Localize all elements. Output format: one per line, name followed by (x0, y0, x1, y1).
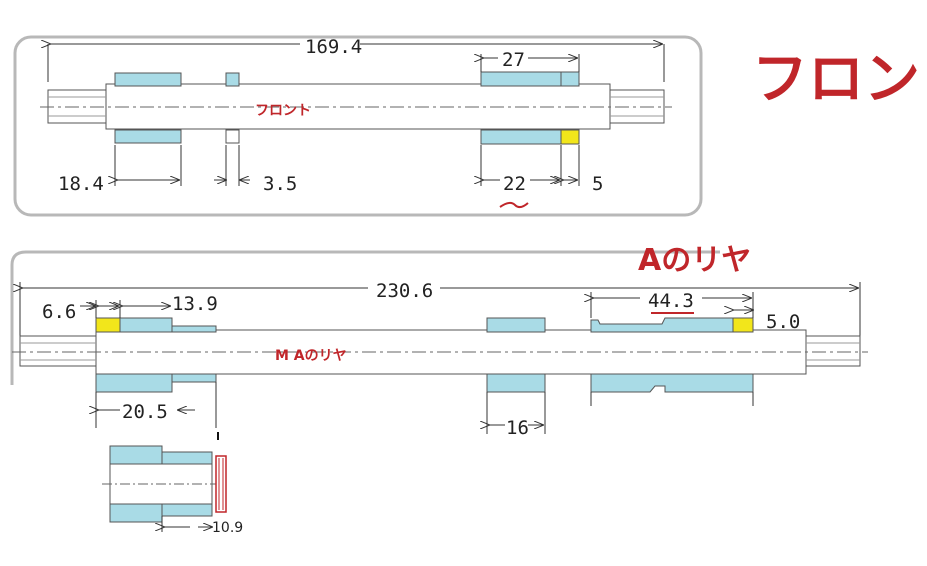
front-shaft-label: フロント (255, 103, 311, 119)
rear-part-right-top (590, 317, 734, 333)
front-part-right-top (480, 71, 562, 87)
front-dim-22-text: 22 (503, 173, 526, 195)
front-part-left-top (114, 72, 182, 87)
rear-top-dims (80, 292, 753, 318)
rear-part-left-bottom (95, 373, 173, 393)
rear-bottom-dims (96, 382, 754, 434)
rear-overall-dim-text: 230.6 (376, 280, 433, 302)
front-spacer-top (225, 72, 240, 87)
rear-part-right-bottom (590, 373, 754, 393)
front-part-right-bottom (480, 129, 562, 145)
rear-shim-left (95, 317, 121, 333)
detail-dim-lines (162, 516, 212, 532)
front-parts (114, 71, 580, 145)
rear-title: Aのリヤ (638, 243, 751, 278)
front-panel-frame (13, 35, 703, 217)
front-shaft (40, 83, 672, 130)
detail-dim-text: 10.9 (212, 520, 243, 536)
rear-shaft-label: M Aのリヤ (275, 348, 347, 364)
front-spacer-bottom (225, 129, 240, 144)
rear-dim-16-text: 16 (506, 417, 529, 439)
rear-part-mid-bottom (486, 373, 546, 393)
rear-dim-5-0-text: 5.0 (766, 311, 800, 333)
front-bottom-dims (115, 145, 580, 186)
front-overall-dim-text: 169.4 (305, 36, 362, 58)
front-shim (560, 129, 580, 145)
rear-parts (95, 317, 754, 393)
detail-part (102, 432, 227, 523)
rear-dim-6-6-text: 6.6 (42, 301, 76, 323)
front-overall-dimension (48, 44, 665, 82)
front-dim-27-text: 27 (502, 49, 525, 71)
rear-dim-13-9-text: 13.9 (172, 293, 218, 315)
rear-dim-20-5-text: 20.5 (122, 401, 168, 423)
detail-ring (215, 455, 227, 513)
rear-overall-dimension (20, 282, 861, 336)
front-dim-3-5-text: 3.5 (263, 173, 297, 195)
front-part-left-bottom (114, 129, 182, 144)
front-dim-27 (481, 54, 580, 72)
rear-dim-44-3-text: 44.3 (648, 290, 694, 312)
rear-shim-right (732, 317, 754, 333)
rear-shaft (12, 329, 868, 375)
front-title: フロント (752, 47, 927, 112)
front-dim-5-text: 5 (592, 173, 603, 195)
front-dim-18-text: 18.4 (58, 173, 104, 195)
rear-panel-frame (10, 250, 720, 385)
rear-part-mid-top (486, 317, 546, 333)
front-red-mark (499, 201, 529, 209)
